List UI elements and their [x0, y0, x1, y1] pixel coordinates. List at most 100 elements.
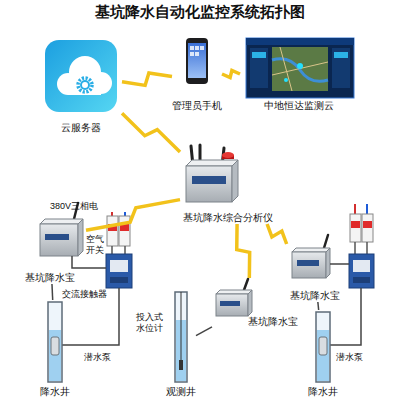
map-river — [272, 59, 328, 82]
antenna — [324, 235, 328, 248]
controller-body — [216, 294, 248, 316]
device-side — [232, 160, 238, 202]
power-wire — [354, 204, 356, 214]
level-sensor — [179, 360, 183, 370]
cloud-server: 云服务器 — [40, 38, 122, 134]
chart-bar — [334, 52, 348, 58]
dewatering-controller: 基坑降水宝 — [14, 200, 86, 284]
dewatering-controller: 基坑降水宝 — [212, 278, 298, 328]
power-wire — [366, 204, 368, 214]
node-label: 管理员手机 — [172, 100, 222, 112]
monitor-cloud-screen: 中地恒达监测云 — [240, 36, 358, 112]
wire — [354, 242, 356, 254]
device-plate — [297, 260, 319, 266]
cable-link — [196, 327, 212, 336]
well-pipe — [175, 292, 187, 382]
pump-symbol — [319, 337, 327, 355]
contactor-body — [106, 254, 132, 288]
phone-body — [186, 38, 208, 84]
node-label: 云服务器 — [61, 122, 101, 134]
breaker-toggle — [120, 224, 129, 231]
power-wire — [111, 212, 113, 216]
cloud-symbol — [57, 56, 112, 95]
contactor-terminal — [110, 277, 128, 283]
well-pipe — [48, 302, 62, 382]
wireless-link — [122, 113, 180, 152]
app-icon — [190, 52, 194, 56]
device-plate — [220, 301, 240, 306]
device-top — [186, 160, 238, 166]
node-label: 基坑降水宝 — [248, 316, 298, 328]
map-marker — [284, 78, 288, 82]
device-side — [326, 248, 330, 278]
node-label: 基坑降水宝 — [290, 290, 340, 302]
well-pipe — [316, 312, 330, 382]
breaker-toggle — [108, 224, 117, 231]
device-top — [40, 219, 83, 224]
node-label: 基坑降水综合分析仪 — [183, 212, 273, 224]
control-wire — [72, 256, 106, 268]
app-icon — [190, 46, 194, 50]
dewatering-controller: 基坑降水宝 — [284, 244, 346, 302]
app-icon — [195, 52, 199, 56]
contactor-face — [110, 260, 128, 272]
breaker-toggle — [351, 221, 360, 228]
breaker-toggle — [363, 221, 372, 228]
node-label: 降水井 — [40, 386, 70, 398]
breaker-label: 空气 开关 — [86, 234, 106, 256]
wire — [124, 246, 126, 254]
controller-body — [292, 252, 326, 278]
antenna — [244, 279, 248, 290]
wireless-link — [86, 200, 180, 231]
device-plate — [192, 176, 226, 184]
contactor-label: 交流接触器 — [62, 289, 112, 300]
contactor-body — [349, 254, 374, 288]
phone-screen — [188, 43, 206, 78]
cloud-app-icon — [45, 40, 117, 112]
admin-phone: 管理员手机 — [172, 36, 222, 112]
cable-link — [51, 284, 53, 300]
analyzer-device: 基坑降水综合分析仪 — [180, 144, 276, 224]
dashboard-header — [246, 38, 354, 45]
wireless-link — [267, 224, 287, 244]
power-wire — [124, 212, 126, 216]
wireless-link — [237, 224, 250, 278]
dashboard-screen — [246, 38, 354, 98]
app-icon — [195, 46, 199, 50]
power-label: 380V三相电 — [50, 201, 114, 212]
map-road — [272, 47, 328, 91]
wire — [366, 242, 368, 254]
wireless-link — [222, 70, 240, 77]
controller-body — [40, 224, 78, 256]
pump-label: 潜水泵 — [84, 352, 116, 363]
map-marker — [297, 63, 303, 69]
wire — [111, 246, 113, 254]
gear-symbol — [78, 78, 92, 92]
cable-link — [317, 302, 319, 310]
alarm-button-top — [222, 152, 234, 158]
pump-wire — [59, 288, 119, 345]
observation-well: 观测井 — [166, 290, 196, 398]
pump-label: 潜水泵 — [336, 352, 368, 363]
chart-bar — [252, 52, 266, 58]
device-top — [216, 290, 252, 294]
diagram-title: 基坑降水自动化监控系统拓扑图 — [0, 3, 400, 22]
device-top — [292, 248, 330, 252]
node-label: 中地恒达监测云 — [264, 100, 334, 112]
dewatering-well: 降水井 — [28, 300, 82, 398]
breaker-pole — [119, 216, 130, 246]
dashboard-panel — [332, 48, 350, 88]
satellite-map — [272, 47, 328, 91]
breaker-pole — [362, 214, 373, 242]
contactor-terminal — [353, 277, 370, 283]
contactor-face — [353, 260, 370, 272]
breaker-pole — [107, 216, 118, 246]
level-gauge-label: 投入式 水位计 — [136, 312, 166, 334]
device-side — [78, 219, 83, 256]
node-label: 观测井 — [166, 386, 196, 398]
gear-hub — [81, 81, 89, 89]
dashboard-panel — [250, 48, 268, 88]
